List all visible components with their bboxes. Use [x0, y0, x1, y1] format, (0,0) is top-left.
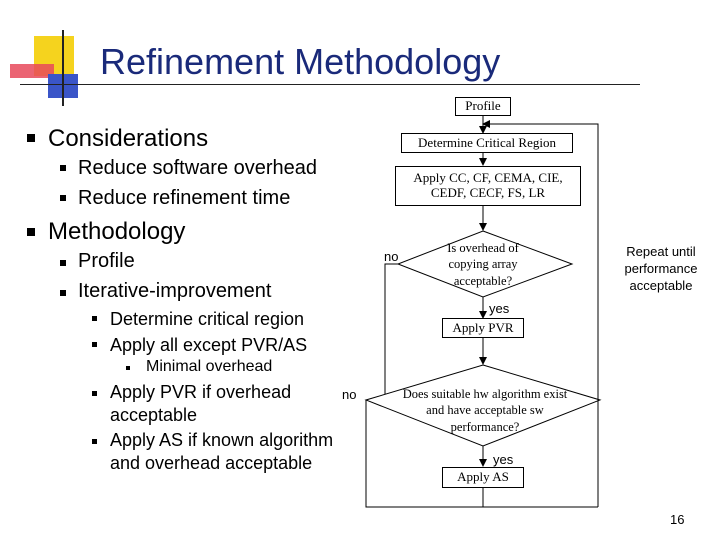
apply-as-box: Apply AS: [442, 467, 524, 488]
sub-item: Apply all except PVR/AS: [110, 335, 308, 355]
considerations-item: Reduce refinement time: [78, 187, 291, 209]
bullet-marker: [60, 195, 66, 201]
methodology-item: Iterative-improvement: [78, 280, 272, 302]
determine-critical-region-box: Determine Critical Region: [401, 133, 573, 153]
yes-label: yes: [493, 452, 514, 467]
methodology-item: Profile: [78, 250, 135, 272]
no-label: no: [384, 249, 399, 264]
bullet-marker: [92, 316, 97, 321]
bullet-marker: [27, 134, 35, 142]
methodology-heading: Methodology: [48, 218, 186, 245]
bullet-marker: [92, 391, 97, 396]
apply-pvr-box: Apply PVR: [442, 318, 524, 338]
bullet-marker: [60, 260, 66, 266]
bullet-marker: [92, 439, 97, 444]
no-label: no: [342, 387, 357, 402]
considerations-heading: Considerations: [48, 125, 209, 152]
sub-item: Determine critical region: [110, 309, 305, 329]
decision-copy-overhead: Is overhead of copying array acceptable?: [447, 241, 519, 288]
bullet-marker: [126, 366, 130, 370]
decision-hw-algorithm: Does suitable hw algorithm exist and hav…: [402, 387, 568, 434]
bullet-marker: [60, 165, 66, 171]
bullet-marker: [92, 342, 97, 347]
sub-item: Apply PVR if overhead acceptable: [110, 382, 292, 425]
page-number: 16: [670, 512, 685, 527]
bullet-marker: [60, 290, 66, 296]
horizontal-line: [20, 84, 640, 85]
considerations-item: Reduce software overhead: [78, 157, 318, 179]
red-bar: [10, 64, 54, 78]
page-title: Refinement Methodology: [100, 41, 501, 82]
vertical-line: [62, 30, 64, 106]
profile-box: Profile: [455, 97, 511, 116]
apply-transformations-box: Apply CC, CF, CEMA, CIE, CEDF, CECF, FS,…: [395, 166, 581, 206]
sub-item: Apply AS if known algorithm and overhead…: [110, 430, 334, 473]
sub-sub-item: Minimal overhead: [146, 358, 273, 375]
yes-label: yes: [489, 301, 510, 316]
repeat-note: Repeat until performance acceptable: [624, 244, 698, 293]
bullet-marker: [27, 228, 35, 236]
